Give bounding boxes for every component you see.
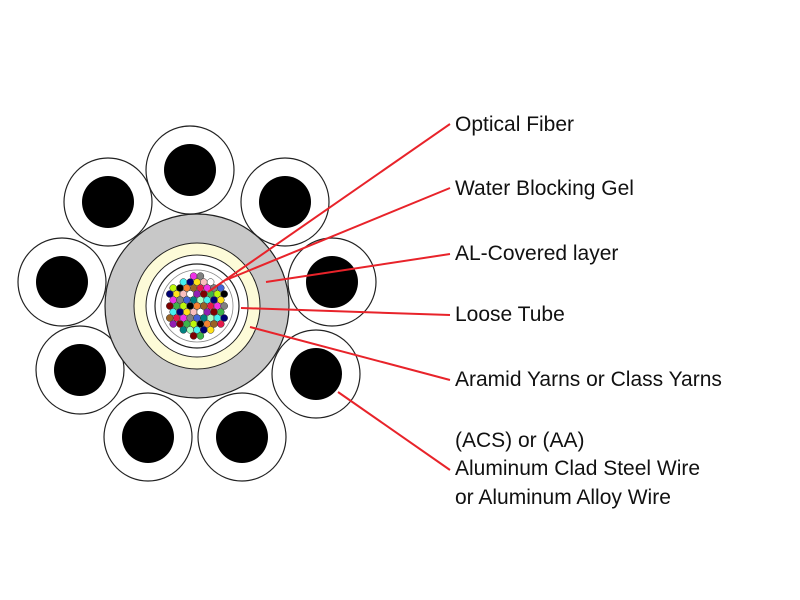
optical-fiber (196, 332, 205, 340)
optical-fiber-bundle (166, 272, 228, 340)
outer-wire-core (306, 256, 358, 308)
outer-wire-core (54, 344, 106, 396)
optical-fiber (206, 278, 215, 286)
optical-fiber (217, 308, 225, 316)
leader-loose-tube (240, 307, 451, 316)
label-al-covered-layer: AL-Covered layer (455, 242, 619, 265)
optical-fiber (220, 314, 228, 322)
leader-wire (337, 391, 451, 471)
label-optical-fiber: Optical Fiber (455, 113, 575, 136)
outer-wires (17, 125, 377, 482)
leader-water-blocking-gel (225, 187, 451, 281)
optical-fiber (217, 296, 225, 304)
label-wire-line3: or Aluminum Alloy Wire (455, 486, 671, 509)
optical-fiber (189, 332, 198, 340)
outer-wire-core (216, 411, 268, 463)
optical-fiber (169, 320, 177, 328)
outer-wire-core (259, 176, 311, 228)
label-wire-line1: (ACS) or (AA) (455, 429, 585, 452)
outer-wire-core (122, 411, 174, 463)
label-loose-tube: Loose Tube (455, 303, 565, 326)
leader-al-covered-layer (265, 253, 451, 283)
outer-wire-core (36, 256, 88, 308)
label-wire-line2: Aluminum Clad Steel Wire (455, 457, 701, 480)
label-aramid-yarns: Aramid Yarns or Class Yarns (455, 368, 722, 391)
outer-wire-core (290, 348, 342, 400)
leader-aramid-yarns (249, 326, 451, 381)
optical-fiber (220, 290, 228, 298)
optical-fiber (196, 272, 205, 280)
outer-wire-core (82, 176, 134, 228)
optical-fiber (217, 284, 225, 292)
outer-wire-core (164, 144, 216, 196)
optical-fiber (217, 320, 225, 328)
leader-lines (207, 123, 451, 471)
optical-fiber (179, 326, 188, 334)
optical-fiber (220, 302, 228, 310)
label-water-blocking-gel: Water Blocking Gel (455, 177, 634, 200)
optical-fiber (206, 326, 215, 334)
leader-optical-fiber (207, 123, 451, 293)
